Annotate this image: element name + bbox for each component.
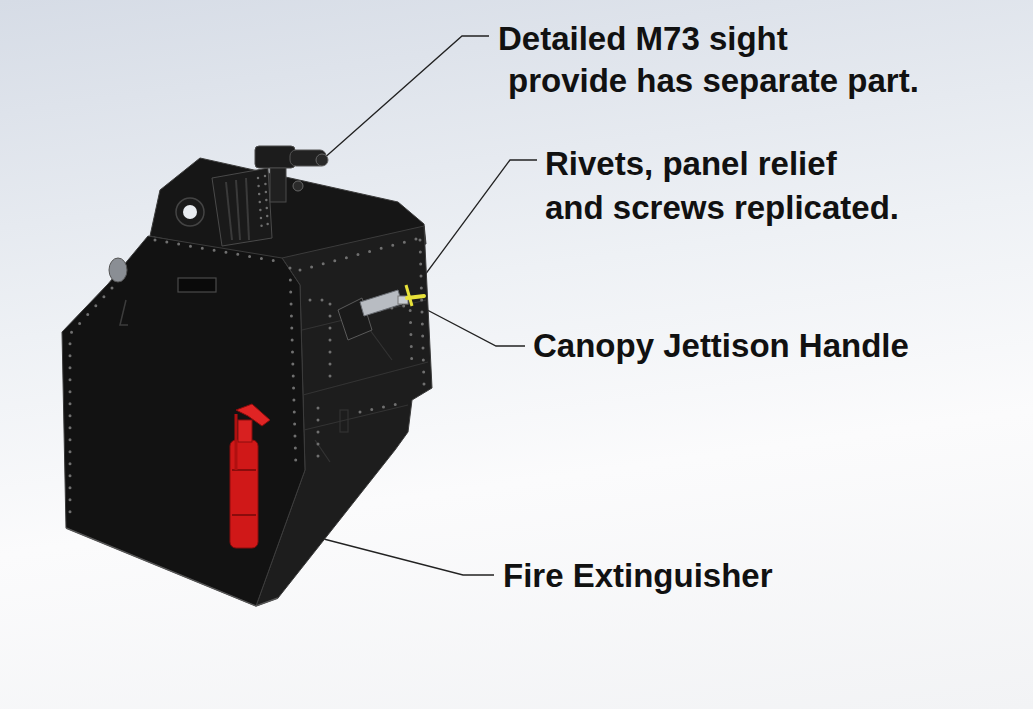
label-line: and screws replicated. bbox=[545, 186, 899, 230]
m73-sight bbox=[212, 146, 328, 246]
boss bbox=[176, 198, 204, 226]
callout-label: Canopy Jettison Handle bbox=[533, 325, 909, 367]
knob bbox=[109, 258, 127, 282]
bracket bbox=[120, 300, 128, 325]
label-line: provide has separate part. bbox=[508, 60, 919, 102]
label-line: Detailed M73 sight bbox=[498, 20, 788, 57]
leader-line bbox=[322, 36, 489, 160]
callout-label: Fire Extinguisher bbox=[503, 555, 773, 597]
label-line: Rivets, panel relief bbox=[545, 145, 837, 182]
instrument-panel bbox=[62, 146, 432, 606]
fire-extinguisher bbox=[230, 404, 270, 548]
slot bbox=[178, 278, 216, 292]
callout-label: Rivets, panel relief and screws replicat… bbox=[545, 142, 899, 230]
leader-line bbox=[416, 160, 537, 287]
boss-hole bbox=[183, 205, 197, 219]
callout-label: Detailed M73 sight provide has separate … bbox=[498, 18, 919, 102]
front-face bbox=[62, 236, 305, 606]
jettison-handle bbox=[338, 285, 424, 340]
